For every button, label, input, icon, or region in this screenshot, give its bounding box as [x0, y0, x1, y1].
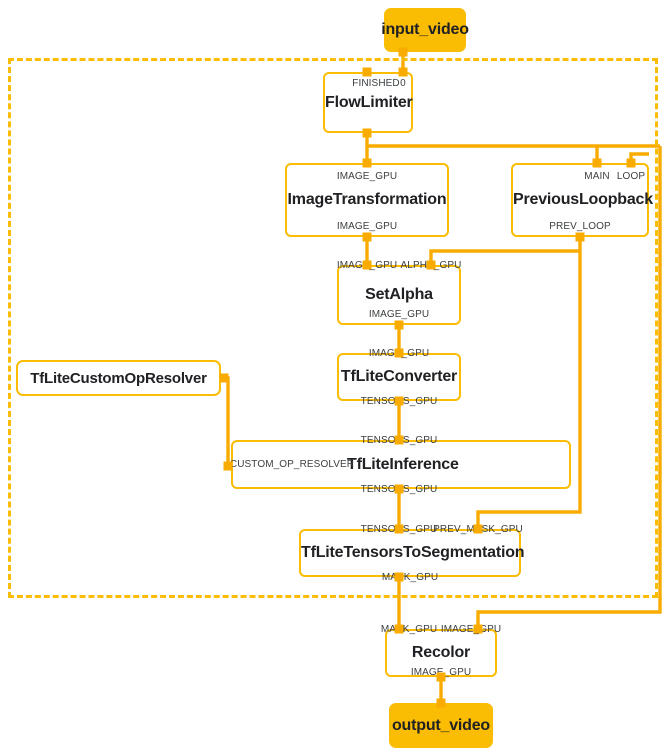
port-outputvideo-in[interactable] — [436, 698, 446, 708]
stream-output-video-label: output_video — [391, 716, 491, 734]
port-label-imagetransformation-in: IMAGE_GPU — [336, 171, 398, 182]
stream-input-video[interactable]: input_video — [381, 8, 469, 52]
port-flowlimiter-out[interactable] — [362, 128, 372, 138]
node-setalpha[interactable]: SetAlpha — [337, 265, 461, 325]
port-setalpha-out[interactable] — [394, 320, 404, 330]
port-label-previousloopback-main: MAIN — [584, 171, 610, 182]
port-recolor-image-in[interactable] — [473, 624, 483, 634]
port-previousloopback-loop[interactable] — [626, 158, 636, 168]
port-previousloopback-main[interactable] — [592, 158, 602, 168]
port-setalpha-image-in[interactable] — [362, 260, 372, 270]
node-tfliteinference-label: TfLiteInference — [347, 455, 459, 473]
port-setalpha-alpha-in[interactable] — [426, 260, 436, 270]
node-tfliteconverter[interactable]: TfLiteConverter — [337, 353, 461, 401]
port-label-previousloopback-out: PREV_LOOP — [549, 221, 611, 232]
port-label-segmentation-out: MASK_GPU — [381, 572, 439, 583]
node-tflitecustomopresolver-label: TfLiteCustomOpResolver — [30, 369, 207, 387]
node-tflitetensorstosegmentation[interactable]: TfLiteTensorsToSegmentation — [299, 529, 525, 577]
node-setalpha-label: SetAlpha — [365, 286, 433, 303]
node-recolor-label: Recolor — [411, 644, 471, 661]
node-tflitecustomopresolver[interactable]: TfLiteCustomOpResolver — [16, 360, 221, 396]
port-tfliteconverter-in[interactable] — [394, 348, 404, 358]
node-tfliteconverter-label: TfLiteConverter — [340, 368, 458, 385]
port-flowlimiter-zero[interactable] — [398, 67, 408, 77]
node-imagetransformation-label: ImageTransformation — [287, 191, 447, 208]
port-label-imagetransformation-out: IMAGE_GPU — [336, 221, 398, 232]
port-previousloopback-out[interactable] — [575, 232, 585, 242]
port-segmentation-out[interactable] — [394, 572, 404, 582]
port-label-tfliteinference-side-in: CUSTOM_OP_RESOLVER — [229, 459, 355, 470]
port-imagetransformation-in[interactable] — [362, 158, 372, 168]
port-tflitecustomopresolver-out[interactable] — [219, 373, 229, 383]
port-tfliteinference-side-in[interactable] — [223, 461, 233, 471]
port-imagetransformation-out[interactable] — [362, 232, 372, 242]
node-flowlimiter-label: FlowLimiter — [325, 93, 413, 111]
port-segmentation-tensors-in[interactable] — [394, 524, 404, 534]
port-label-flowlimiter-finished: FINISHED — [352, 78, 400, 89]
node-tflitetensorstosegmentation-label: TfLiteTensorsToSegmentation — [301, 544, 525, 561]
port-recolor-out[interactable] — [436, 672, 446, 682]
node-recolor[interactable]: Recolor — [385, 629, 497, 677]
port-segmentation-prev-in[interactable] — [473, 524, 483, 534]
port-label-flowlimiter-zero: 0 — [400, 78, 406, 89]
port-label-recolor-mask-in: MASK_GPU — [380, 624, 438, 635]
port-flowlimiter-finished[interactable] — [362, 67, 372, 77]
port-tfliteconverter-out[interactable] — [394, 396, 404, 406]
port-inputvideo-out[interactable] — [398, 47, 408, 57]
port-tfliteinference-in[interactable] — [394, 435, 404, 445]
port-tfliteinference-out[interactable] — [394, 484, 404, 494]
stream-input-video-label: input_video — [381, 21, 469, 38]
node-previousloopback-label: PreviousLoopback — [513, 191, 653, 208]
port-label-setalpha-out: IMAGE_GPU — [368, 309, 430, 320]
subgraph-boundary — [8, 58, 658, 598]
port-label-recolor-image-in: IMAGE_GPU — [440, 624, 502, 635]
port-label-previousloopback-loop: LOOP — [616, 171, 646, 182]
node-imagetransformation[interactable]: ImageTransformation — [285, 163, 449, 237]
port-recolor-mask-in[interactable] — [394, 624, 404, 634]
stream-output-video[interactable]: output_video — [389, 703, 493, 748]
